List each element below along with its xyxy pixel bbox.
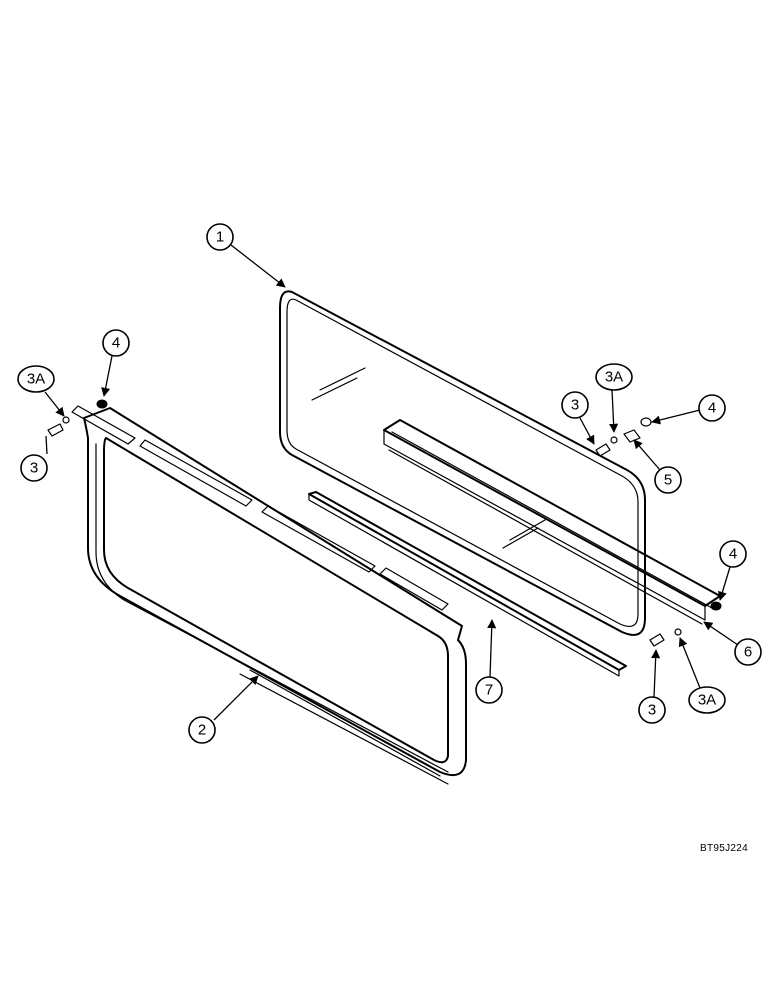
callout-3a-left: 3A <box>17 365 55 393</box>
callout-3-right-top: 3 <box>561 391 589 419</box>
callout-3a-right-top: 3A <box>595 363 633 391</box>
callout-6-label: 6 <box>744 644 752 661</box>
right-upper-hardware <box>595 417 652 457</box>
reference-code: BT95J224 <box>700 843 748 854</box>
callout-2-label: 2 <box>198 722 206 739</box>
callout-3-left: 3 <box>20 454 48 482</box>
callout-3-right-bottom: 3 <box>638 696 666 724</box>
callout-3a-left-label: 3A <box>27 371 45 388</box>
callout-4-right-bottom: 4 <box>719 540 747 568</box>
callout-3a-right-bottom-label: 3A <box>698 692 716 709</box>
callout-3a-right-bottom: 3A <box>688 686 726 714</box>
callout-2: 2 <box>188 716 216 744</box>
callout-4-right-top: 4 <box>698 394 726 422</box>
callout-7: 7 <box>475 676 503 704</box>
callout-4-right-bottom-label: 4 <box>729 546 737 563</box>
callout-6: 6 <box>734 638 762 666</box>
glass-pane <box>279 290 646 636</box>
callout-5: 5 <box>654 466 682 494</box>
callout-7-label: 7 <box>485 682 493 699</box>
right-lower-hardware <box>649 601 722 647</box>
seal-strip <box>308 491 627 677</box>
callout-1: 1 <box>206 223 234 251</box>
callout-3a-right-top-label: 3A <box>605 369 623 386</box>
callout-3-right-top-label: 3 <box>571 397 579 414</box>
callout-5-label: 5 <box>664 472 672 489</box>
callout-4-right-top-label: 4 <box>708 400 716 417</box>
leader-lines <box>44 244 739 721</box>
callout-4-left-label: 4 <box>112 335 120 352</box>
callout-3-left-label: 3 <box>30 460 38 477</box>
callout-3-right-bottom-label: 3 <box>648 702 656 719</box>
window-frame <box>71 405 467 785</box>
left-hardware <box>47 399 108 437</box>
callout-1-label: 1 <box>216 229 224 246</box>
callout-4-left: 4 <box>102 329 130 357</box>
